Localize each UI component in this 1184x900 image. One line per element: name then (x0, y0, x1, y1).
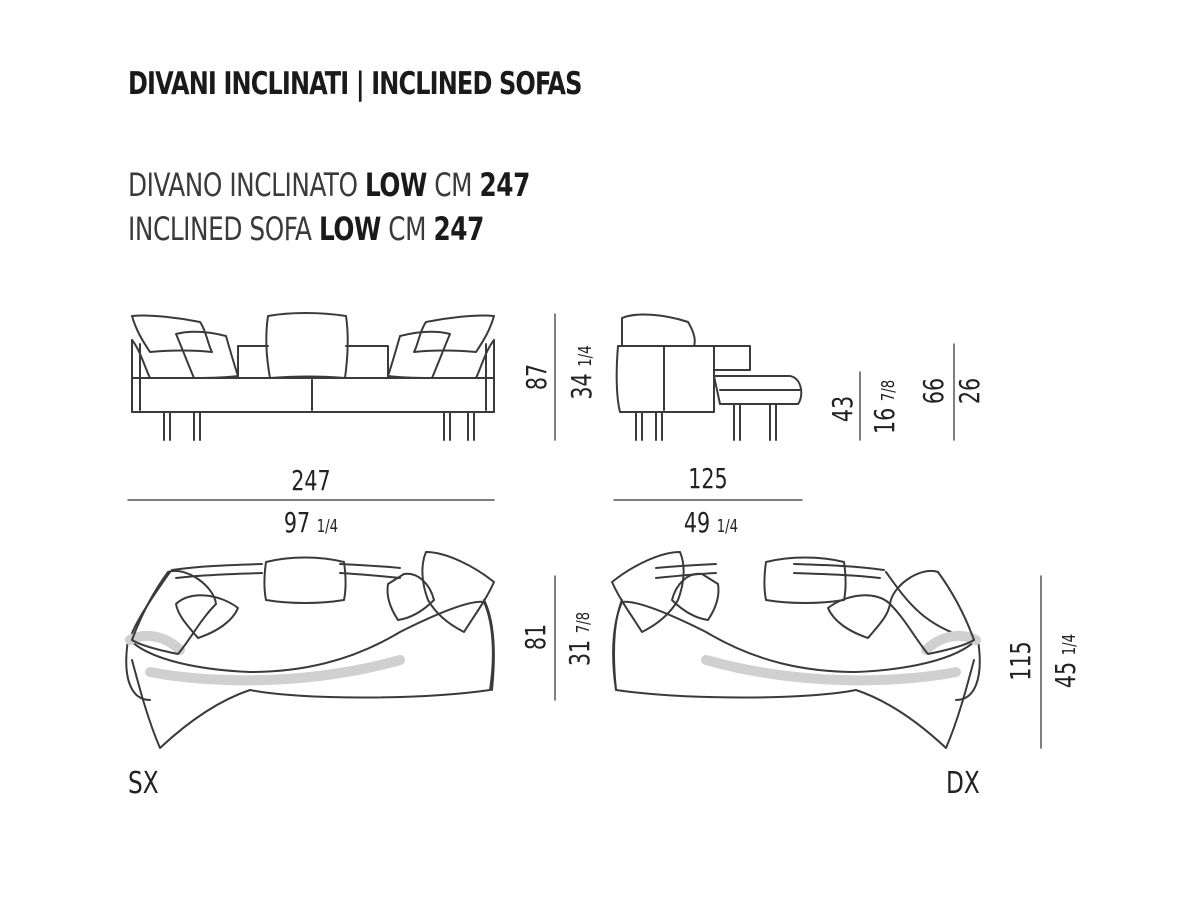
dim-plan-sx-in: 31 7/8 (563, 610, 597, 667)
dim-depth-cm: 125 (688, 462, 728, 495)
label-sx: SX (128, 766, 159, 801)
plan-sx-cushion-center (263, 556, 347, 604)
dim-plan-dx-in: 45 1/4 (1049, 632, 1083, 689)
plan-dx-seat-outline (612, 571, 977, 749)
product-name-english: INCLINED SOFA LOW CM 247 (128, 210, 484, 248)
front-arm-curves (131, 339, 495, 379)
product-unit-it: CM (426, 166, 480, 204)
dim-plan-dx-cm: 115 (1004, 641, 1037, 681)
plan-dx-shading (701, 630, 981, 686)
dim-depth-in-frac: 1/4 (716, 516, 739, 537)
plan-sx-pillow-2 (175, 594, 239, 639)
product-prefix-en: INCLINED SOFA (128, 210, 319, 248)
product-unit-en: CM (380, 210, 434, 248)
front-center-cushion (265, 312, 349, 379)
product-name-italian: DIVANO INCLINATO LOW CM 247 (128, 166, 530, 204)
dim-width-in-whole: 97 (283, 506, 311, 539)
dim-width-cm: 247 (291, 464, 331, 497)
dim-depth-in-whole: 49 (683, 506, 711, 539)
dim-plan-sx-cm: 81 (519, 623, 552, 651)
dim-plan-sx-in-whole: 31 (563, 639, 596, 667)
side-seat-back (713, 345, 751, 371)
dim-front-height-cm: 87 (520, 363, 553, 391)
label-dx: DX (946, 766, 980, 801)
dim-side-seat-in: 16 7/8 (868, 380, 902, 434)
front-legs (163, 411, 475, 441)
dimension-lines (127, 313, 1042, 749)
plan-view-dx (611, 551, 981, 749)
plan-sx-pillow-1 (131, 569, 217, 655)
dim-side-seat-in-whole: 16 (868, 407, 901, 435)
dim-width-in: 97 1/4 (274, 506, 348, 539)
plan-sx-pillow-4 (421, 551, 495, 633)
product-model-en: LOW (318, 210, 381, 248)
page-title: DIVANI INCLINATI | INCLINED SOFAS (128, 66, 582, 102)
side-back-cushion (621, 313, 696, 347)
plan-dx-pillow-1 (611, 551, 685, 633)
front-back-cushion-left (131, 314, 213, 353)
dim-side-arm-in: 26 (953, 377, 986, 405)
product-model-it: LOW (364, 166, 427, 204)
side-seat-cushion (713, 375, 803, 405)
dim-front-height-in-frac: 1/4 (575, 345, 596, 367)
front-view-sofa (131, 312, 495, 441)
front-arms (131, 339, 495, 413)
dim-side-seat-in-frac: 7/8 (878, 379, 899, 402)
product-size-it: 247 (479, 166, 531, 204)
plan-dx-back-frame (655, 563, 885, 579)
side-arm-body (615, 345, 715, 413)
side-view-sofa (615, 313, 803, 441)
dim-side-seat-cm: 43 (826, 395, 859, 423)
side-legs (635, 403, 777, 441)
dim-plan-sx-in-frac: 7/8 (573, 611, 594, 634)
product-size-en: 247 (433, 210, 485, 248)
front-backrest (237, 345, 389, 379)
dim-width-in-frac: 1/4 (316, 516, 339, 537)
plan-dx-pillow-2 (671, 572, 720, 621)
dim-depth-in: 49 1/4 (674, 506, 748, 539)
plan-sx-back-frame (171, 563, 401, 579)
plan-sx-seat-outline (129, 571, 494, 749)
dim-side-arm-cm: 66 (917, 377, 950, 405)
dim-plan-dx-in-frac: 1/4 (1059, 633, 1080, 656)
dim-plan-dx-in-whole: 45 (1049, 661, 1082, 689)
front-back-cushion-right (413, 314, 495, 353)
dim-front-height-in-whole: 34 (565, 373, 598, 400)
plan-dx-pillow-3 (827, 594, 891, 639)
plan-sx-shading (125, 630, 405, 686)
product-prefix-it: DIVANO INCLINATO (128, 166, 365, 204)
plan-view-sx (125, 551, 495, 749)
plan-dx-pillow-4 (889, 569, 975, 655)
dim-front-height-in: 34 1/4 (565, 345, 599, 400)
